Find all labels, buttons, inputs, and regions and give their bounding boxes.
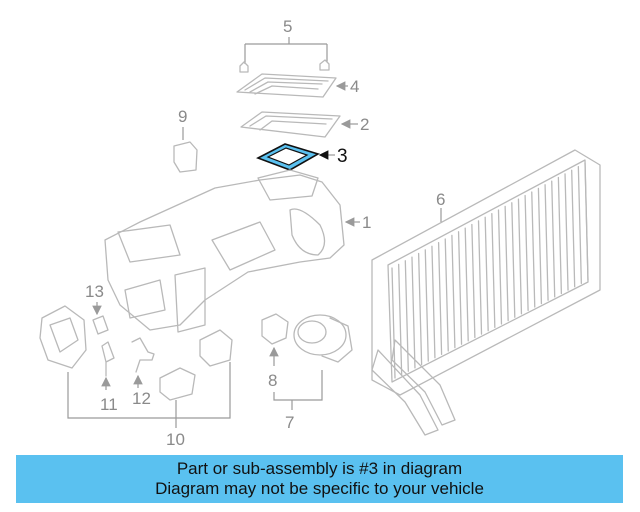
core-fins bbox=[391, 162, 589, 379]
core-fin bbox=[404, 260, 409, 372]
callout-3: 3 bbox=[337, 146, 348, 167]
blower-motor-part bbox=[293, 314, 347, 356]
sensor-12-part bbox=[131, 337, 155, 373]
filter-cover-part bbox=[236, 73, 337, 98]
heater-core-part bbox=[371, 149, 601, 396]
core-fin bbox=[511, 202, 516, 318]
actuator-part bbox=[39, 305, 87, 369]
core-fin bbox=[504, 205, 509, 322]
core-fin bbox=[464, 227, 469, 342]
callout-13: 13 bbox=[85, 282, 104, 301]
resistor-8-part bbox=[261, 313, 289, 345]
core-fin bbox=[417, 252, 423, 366]
part-8-group: 8 bbox=[261, 313, 289, 390]
part-13-group: 13 bbox=[85, 282, 109, 335]
core-fin bbox=[451, 234, 456, 349]
callout-2: 2 bbox=[360, 115, 369, 134]
core-fin bbox=[457, 231, 463, 345]
part-1-group: 1 bbox=[104, 169, 371, 333]
callout-5-group: 5 bbox=[239, 17, 330, 73]
part-3-group: 3 bbox=[256, 143, 348, 171]
callout-10-group: 10 bbox=[67, 362, 231, 449]
module-b-part bbox=[199, 329, 233, 367]
clip-13-part bbox=[92, 315, 109, 335]
core-fin bbox=[411, 256, 416, 369]
core-fin bbox=[544, 184, 549, 301]
callout-12: 12 bbox=[132, 389, 151, 408]
part-12-group: 12 bbox=[131, 337, 155, 408]
core-fin bbox=[524, 194, 529, 312]
callout-7: 7 bbox=[285, 413, 294, 432]
core-fin bbox=[437, 242, 443, 355]
core-fin bbox=[551, 180, 556, 298]
core-fin bbox=[391, 267, 396, 379]
callout-1: 1 bbox=[362, 213, 371, 232]
callout-9: 9 bbox=[178, 107, 187, 126]
sensor-11-part bbox=[101, 341, 115, 377]
banner-line-2: Diagram may not be specific to your vehi… bbox=[155, 479, 484, 498]
core-fin bbox=[398, 263, 403, 376]
core-fin bbox=[571, 169, 576, 288]
core-fin bbox=[531, 191, 536, 308]
part-4-group: 4 bbox=[236, 73, 359, 98]
core-fin bbox=[517, 198, 523, 315]
part-7-group: 7 bbox=[273, 314, 353, 432]
clip-right-part bbox=[319, 59, 330, 71]
core-fin bbox=[497, 209, 503, 325]
core-fin bbox=[444, 238, 449, 352]
info-banner: Part or sub-assembly is #3 in diagram Di… bbox=[16, 455, 623, 503]
core-fin bbox=[564, 173, 569, 291]
sensor-9-part bbox=[173, 141, 198, 173]
core-fin bbox=[471, 223, 476, 339]
core-fin bbox=[424, 249, 429, 362]
callout-4: 4 bbox=[350, 77, 359, 96]
core-fin bbox=[584, 162, 589, 281]
part-11-group: 11 bbox=[100, 341, 118, 414]
part-9-group: 9 bbox=[173, 107, 198, 173]
filter-element-part bbox=[240, 111, 341, 138]
core-fin bbox=[577, 165, 582, 285]
core-fin bbox=[557, 176, 563, 295]
heater-housing-part bbox=[104, 174, 345, 331]
callout-8: 8 bbox=[268, 371, 277, 390]
module-a-part bbox=[159, 367, 196, 401]
part-6-group: 6 bbox=[371, 149, 601, 436]
core-fin bbox=[537, 187, 543, 305]
callout-10: 10 bbox=[166, 430, 185, 449]
clip-left-part bbox=[239, 61, 249, 73]
core-fin bbox=[484, 216, 489, 332]
callout-6: 6 bbox=[436, 190, 445, 209]
core-fin bbox=[477, 220, 483, 335]
callout-11: 11 bbox=[100, 395, 118, 414]
core-fin bbox=[431, 245, 436, 359]
core-fin bbox=[491, 213, 496, 328]
banner-line-1: Part or sub-assembly is #3 in diagram bbox=[176, 459, 463, 478]
callout-5: 5 bbox=[283, 17, 292, 36]
part-2-group: 2 bbox=[240, 111, 369, 138]
